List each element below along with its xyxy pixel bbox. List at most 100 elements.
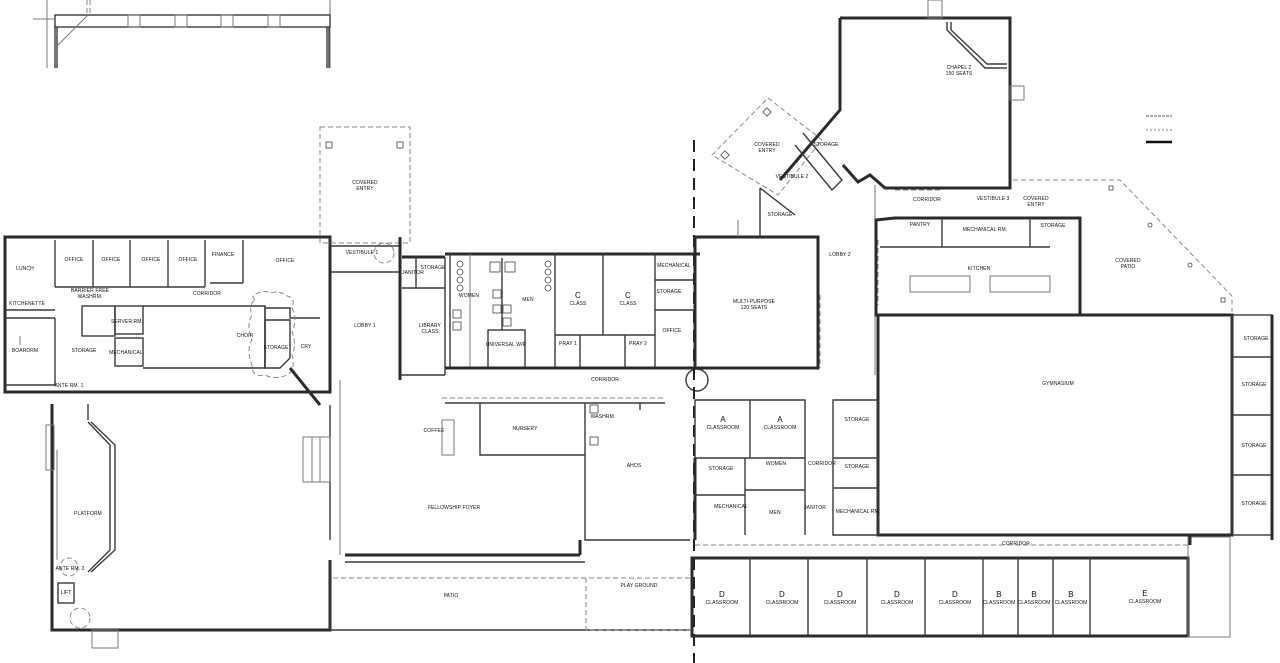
room-label-kitchen: KITCHEN — [968, 266, 991, 272]
room-sublabel-multi-purpose: 120 SEATS — [741, 305, 768, 311]
room-label-barrier-free-washrm: BARRIER FREE — [71, 288, 110, 294]
room-label-finance: FINANCE — [212, 252, 235, 258]
room-label-ante-rm-1: ANTE RM. 1 — [54, 383, 83, 389]
room-label-storage-choir: STORAGE — [263, 345, 289, 351]
room-label-women-2: WOMEN — [766, 461, 787, 467]
room-label-multi-purpose: MULTI-PURPOSE — [733, 299, 776, 305]
room-label-corridor-2: CORRIDOR — [913, 197, 941, 203]
admin-wing — [3, 235, 332, 406]
room-label-janitor-2: JANITOR — [804, 505, 826, 511]
room-label-janitor-1: JANITOR — [402, 270, 424, 276]
room-label-e-classroom: E — [1142, 589, 1147, 598]
room-label-women-1: WOMEN — [459, 293, 480, 299]
chapel-2 — [711, 0, 1025, 237]
room-sublabel-library-class: CLASS — [422, 329, 439, 335]
room-label-washrm: WASHRM. — [591, 414, 616, 420]
room-label-b-classroom-3: B — [1068, 590, 1073, 599]
room-label-mechanical-rm-2: MECHANICAL RM. — [836, 509, 881, 515]
room-label-men-1: MEN — [522, 297, 534, 303]
room-sublabel-b-classroom-1: CLASSROOM — [983, 600, 1016, 606]
room-label-chapel-2: CHAPEL 2 — [947, 65, 972, 71]
room-label-ahos: AHOS — [627, 463, 642, 469]
room-label-corridor-3: CORRIDOR — [808, 461, 836, 467]
multi-purpose-room — [693, 235, 821, 370]
room-sublabel-covered-entry-3: ENTRY — [1027, 202, 1045, 208]
room-label-storage-gym-4: STORAGE — [1241, 501, 1267, 507]
room-label-kitchenette: KITCHENETTE — [9, 301, 45, 307]
room-label-storage-3: STORAGE — [813, 142, 839, 148]
room-label-office-6: OFFICE — [663, 328, 682, 334]
room-label-library-class: LIBRARY — [419, 323, 442, 329]
room-label-nursery: NURSERY — [512, 426, 538, 432]
room-label-lift: LIFT — [61, 590, 72, 596]
room-label-covered-entry-2: COVERED — [754, 142, 780, 148]
room-sublabel-b-classroom-3: CLASSROOM — [1055, 600, 1088, 606]
nursery-area — [441, 397, 690, 541]
room-label-platform: PLATFORM — [74, 511, 102, 517]
room-label-d-classroom-2: D — [779, 590, 785, 599]
room-label-office-5: OFFICE — [276, 258, 295, 264]
room-label-mechanical-2: MECHANICAL — [714, 504, 748, 510]
room-label-office-3: OFFICE — [142, 257, 161, 263]
room-sublabel-d-classroom-3: CLASSROOM — [824, 600, 857, 606]
room-label-d-classroom-1: D — [719, 590, 725, 599]
room-label-vestibule-3: VESTIBULE 3 — [977, 196, 1010, 202]
room-label-storage-5: STORAGE — [1040, 223, 1066, 229]
room-label-d-classroom-5: D — [952, 590, 958, 599]
room-label-fellowship-foyer: FELLOWSHIP FOYER — [428, 505, 481, 511]
room-label-storage-6: STORAGE — [708, 466, 734, 472]
room-sublabel-chapel-2: 150 SEATS — [946, 71, 973, 77]
room-label-men-2: MEN — [769, 510, 781, 516]
room-label-play-ground: PLAY GROUND — [620, 583, 657, 589]
room-label-d-classroom-3: D — [837, 590, 843, 599]
room-label-c-class-2: C — [625, 291, 631, 300]
room-label-mechanical-rm-1: MECHANICAL RM. — [963, 227, 1008, 233]
kitchen-wing — [874, 179, 1233, 375]
room-label-mechanical-admin: MECHANICAL — [109, 350, 143, 356]
line-legend — [1146, 115, 1172, 144]
room-sublabel-e-classroom: CLASSROOM — [1129, 599, 1162, 605]
room-label-gymnasium: GYMNASIUM — [1042, 381, 1074, 387]
room-label-storage-admin: STORAGE — [71, 348, 97, 354]
room-label-corridor-1: CORRIDOR — [591, 377, 619, 383]
room-label-storage-gym-1: STORAGE — [1243, 336, 1269, 342]
room-label-lobby-1: LOBBY 1 — [354, 323, 376, 329]
room-label-storage-8: STORAGE — [844, 464, 870, 470]
room-label-a-classroom-2: A — [777, 415, 783, 424]
lobby-1-area — [319, 126, 582, 557]
room-sublabel-c-class-2: CLASS — [620, 301, 637, 307]
room-label-office-1: OFFICE — [65, 257, 84, 263]
room-label-covered-entry-1: COVERED — [352, 180, 378, 186]
room-sublabel-b-classroom-2: CLASSROOM — [1018, 600, 1051, 606]
room-label-office-4: OFFICE — [179, 257, 198, 263]
patio-playground — [329, 560, 692, 631]
room-label-storage-1: STORAGE — [420, 265, 446, 271]
room-label-ante-rm-2: ANTE RM. 2 — [55, 566, 84, 572]
room-sublabel-covered-entry-2: ENTRY — [758, 148, 776, 154]
room-label-covered-entry-3: COVERED — [1023, 196, 1049, 202]
south-classroom-row — [690, 535, 1231, 638]
room-label-pantry: PANTRY — [910, 222, 931, 228]
room-label-vestibule-1: VESTIBULE 1 — [346, 250, 379, 256]
room-sublabel-barrier-free-washrm: WASHRM. — [78, 294, 103, 300]
room-sublabel-covered-entry-1: ENTRY — [356, 186, 374, 192]
room-label-storage-gym-3: STORAGE — [1241, 443, 1267, 449]
gymnasium — [876, 313, 1274, 540]
room-label-patio: PATIO — [444, 593, 459, 599]
room-sublabel-d-classroom-2: CLASSROOM — [766, 600, 799, 606]
room-label-storage-gym-2: STORAGE — [1241, 382, 1267, 388]
room-label-lunch: LUNCH — [16, 266, 34, 272]
room-label-universal-wr: UNIVERSAL W/R — [486, 342, 527, 348]
room-label-boardrm: BOARDRM — [12, 348, 38, 354]
room-label-choir: CHOIR — [237, 333, 254, 339]
room-sublabel-a-classroom-1: CLASSROOM — [707, 425, 740, 431]
room-sublabel-a-classroom-2: CLASSROOM — [764, 425, 797, 431]
room-sublabel-d-classroom-4: CLASSROOM — [881, 600, 914, 606]
room-label-office-2: OFFICE — [102, 257, 121, 263]
room-label-corridor-4: CORRIDOR — [1002, 541, 1030, 547]
room-label-pray-1: PRAY 1 — [559, 341, 577, 347]
room-label-vestibule-2: VESTIBULE 2 — [776, 174, 809, 180]
room-label-corridor-admin: CORRIDOR — [193, 291, 221, 297]
sanctuary — [45, 404, 332, 649]
